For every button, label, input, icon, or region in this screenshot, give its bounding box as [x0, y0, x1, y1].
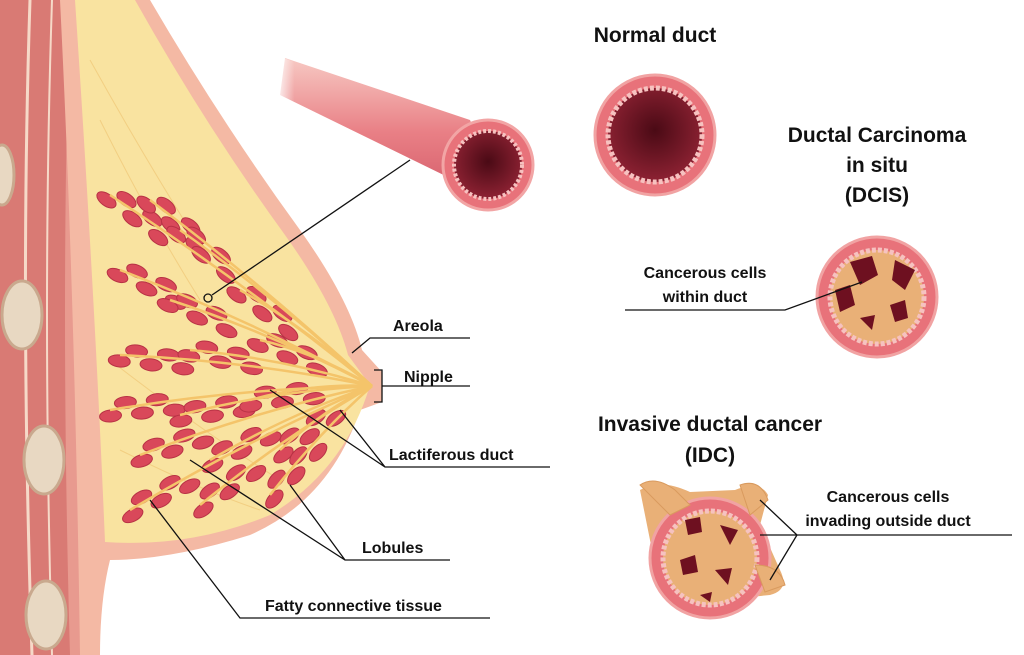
heading-idc-line1: Invasive ductal cancer — [598, 413, 822, 436]
lobule-cell — [150, 492, 172, 509]
heading-dcis-line1: Ductal Carcinoma — [788, 124, 967, 147]
label-areola: Areola — [393, 318, 443, 335]
heading-normal-duct: Normal duct — [594, 24, 717, 47]
lobule-cell — [186, 310, 208, 326]
lobule-cell — [219, 483, 240, 501]
label-dcis-cells-line1: Cancerous cells — [644, 265, 767, 282]
normal-duct-illustration — [593, 73, 717, 197]
label-idc-cells-line2: invading outside duct — [805, 513, 971, 530]
lobule-cell — [240, 426, 262, 443]
lobule-cell — [225, 464, 247, 482]
rib-icon — [24, 579, 68, 651]
label-nipple: Nipple — [404, 369, 453, 386]
heading-dcis-line3: (DCIS) — [845, 184, 909, 207]
lobule-cell — [155, 276, 177, 293]
lobule-cell — [289, 446, 308, 466]
heading-dcis-line2: in situ — [846, 154, 908, 177]
lobule-cell — [230, 444, 253, 460]
label-idc-cells-line1: Cancerous cells — [827, 489, 950, 506]
lobule-cell — [139, 358, 163, 372]
lobule-cell — [215, 323, 238, 339]
lobule-cell — [278, 323, 299, 342]
lobule-cell — [171, 362, 195, 376]
lobule-cell — [179, 478, 201, 494]
lobule-cell — [299, 428, 320, 446]
lobule-cell — [135, 281, 158, 297]
lobule-cell — [173, 428, 196, 443]
rib-icon — [0, 279, 44, 351]
lobule-cell — [159, 474, 181, 491]
heading-idc-line2: (IDC) — [685, 444, 735, 467]
leader-lines — [149, 159, 1012, 619]
label-lobules: Lobules — [362, 540, 423, 557]
idc-duct-illustration — [639, 480, 786, 620]
lobule-cell — [287, 466, 306, 486]
rib-icon — [22, 424, 66, 496]
lobule-cell — [130, 406, 154, 420]
dcis-duct-illustration — [815, 235, 939, 359]
duct-tube — [275, 55, 535, 212]
breast-cross-section — [60, 0, 382, 655]
lobule-cell — [122, 210, 143, 228]
lobule-cell — [161, 444, 184, 459]
lobule-cell — [148, 228, 169, 247]
lobule-cell — [122, 507, 144, 524]
lobule-cell — [252, 305, 273, 323]
lobule-cell — [245, 465, 267, 482]
lobule-cell — [308, 442, 328, 462]
lobule-cell — [142, 209, 163, 228]
lobule-cell — [201, 409, 224, 423]
label-dcis-cells-line2: within duct — [662, 289, 748, 306]
lobule-cell — [191, 435, 215, 450]
label-lactiferous-duct: Lactiferous duct — [389, 447, 514, 464]
lobule-cell — [205, 305, 228, 321]
label-fatty-connective-tissue: Fatty connective tissue — [265, 598, 442, 615]
